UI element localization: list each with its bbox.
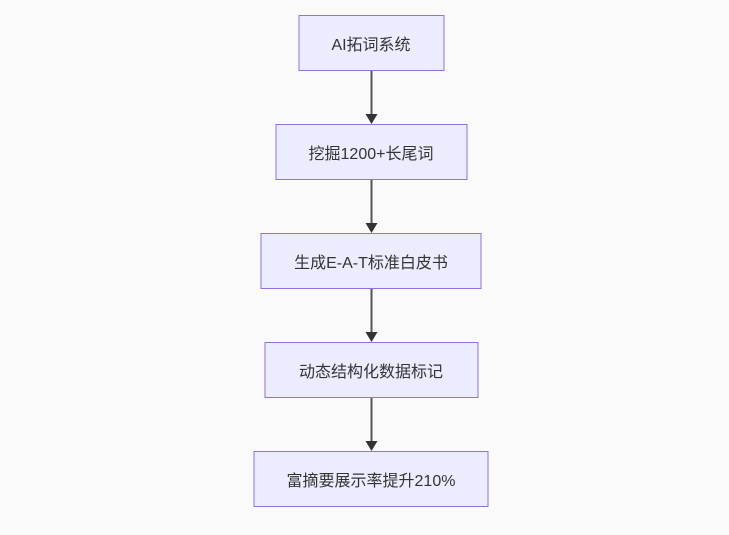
- flow-arrow-down-icon: [363, 398, 379, 451]
- flow-arrow-down-icon: [363, 71, 379, 124]
- flow-node-structured-data-markup: 动态结构化数据标记: [264, 342, 478, 398]
- flow-arrow-down-icon: [363, 289, 379, 342]
- flow-node-label: 生成E-A-T标准白皮书: [294, 255, 448, 272]
- flow-node-label: 富摘要展示率提升210%: [286, 473, 456, 490]
- flow-node-eat-whitepaper: 生成E-A-T标准白皮书: [260, 233, 482, 289]
- flow-node-label: AI拓词系统: [331, 37, 411, 54]
- flow-arrow-down-icon: [363, 180, 379, 233]
- flow-node-label: 动态结构化数据标记: [298, 364, 443, 381]
- flow-node-longtail-keywords: 挖掘1200+长尾词: [275, 124, 467, 180]
- flowchart: AI拓词系统 挖掘1200+长尾词 生成E-A-T标准白皮书 动态结构化数据标记…: [253, 15, 489, 507]
- flow-node-ai-expansion-system: AI拓词系统: [298, 15, 444, 71]
- flow-node-label: 挖掘1200+长尾词: [308, 146, 434, 163]
- flow-node-rich-snippet-rate: 富摘要展示率提升210%: [253, 451, 489, 507]
